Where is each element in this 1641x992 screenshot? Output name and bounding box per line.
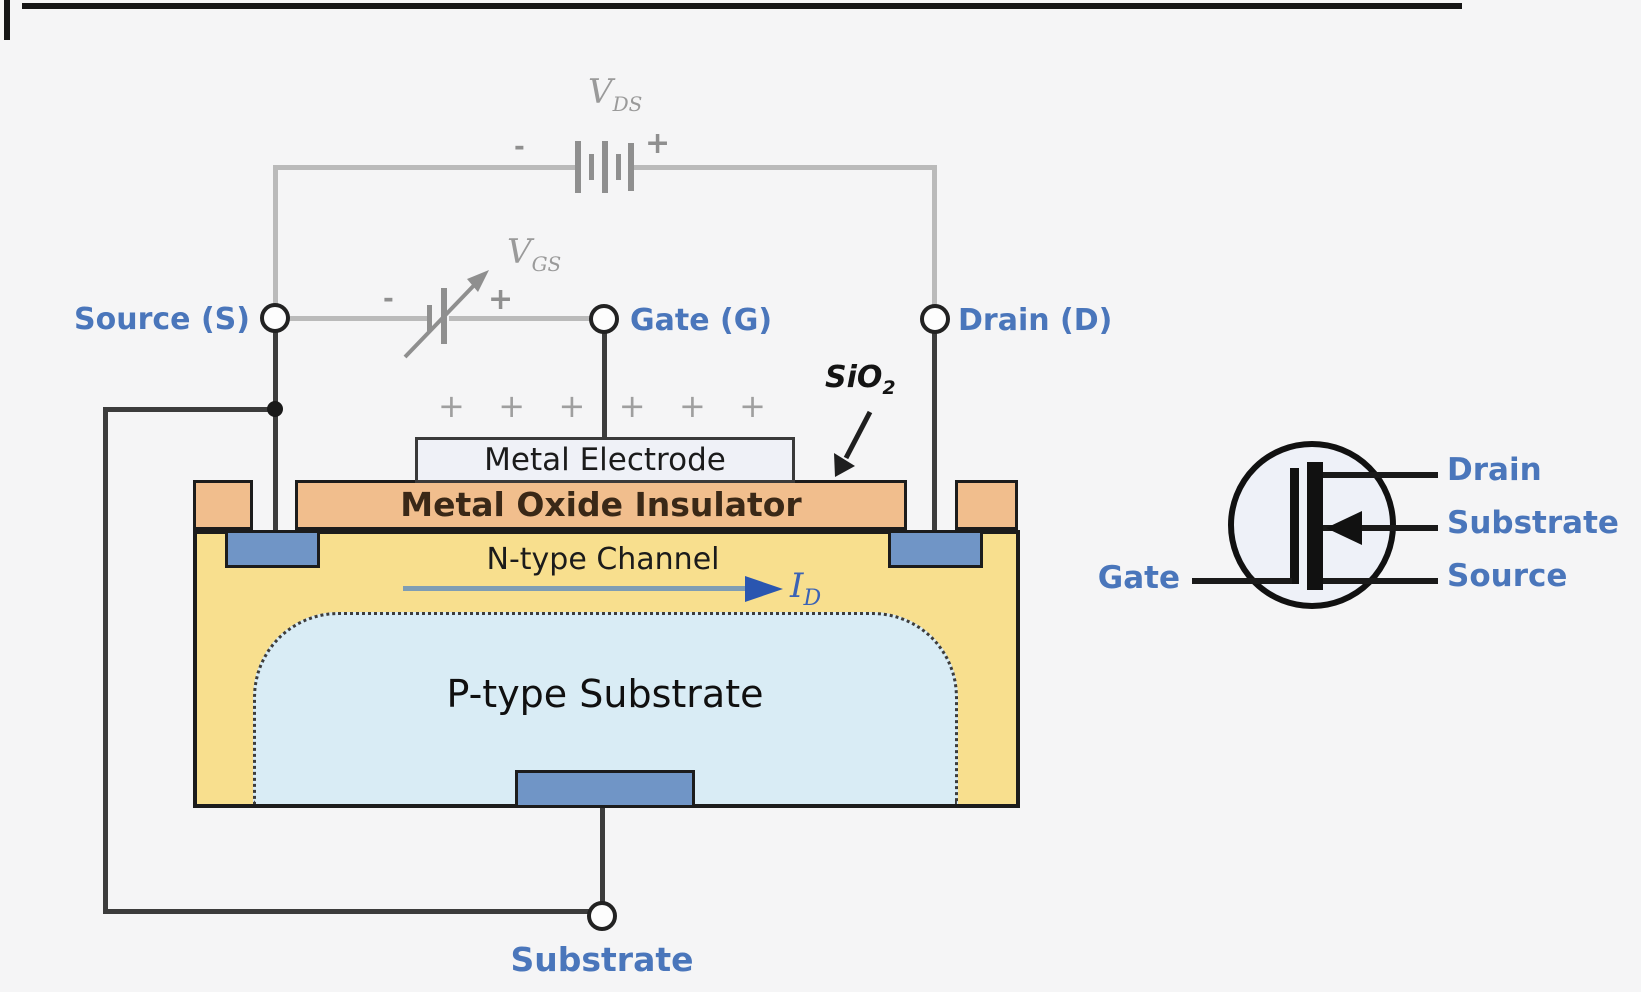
vgs-wire-right [449, 316, 590, 321]
symbol-substrate-label: Substrate [1447, 505, 1619, 541]
drain-terminal [920, 304, 950, 334]
oxide-layer-right-block [955, 480, 1018, 530]
vgs-battery-plate [441, 288, 447, 344]
oxide-layer-main [295, 480, 907, 530]
symbol-channel-bar [1307, 462, 1323, 590]
drain-wire [932, 333, 937, 534]
source-terminal [260, 303, 290, 333]
drain-current-arrow-shaft [403, 586, 747, 591]
plus-charge-icon: + [618, 387, 646, 425]
vgs-label-subscript: GS [531, 251, 562, 276]
vds-label: VDS [588, 72, 642, 116]
vds-wire-top-left [273, 165, 575, 170]
frame-top-line [22, 3, 1462, 9]
symbol-gate-bar [1290, 468, 1299, 584]
sio2-arrow-shaft [843, 410, 873, 460]
source-wire [273, 332, 278, 534]
p-type-substrate-label: P-type Substrate [446, 672, 764, 716]
vds-minus-sign: - [514, 132, 525, 162]
source-contact-region [225, 530, 320, 568]
symbol-gate-label: Gate [1097, 560, 1180, 596]
gate-wire [602, 332, 607, 439]
plus-charge-icon: + [438, 387, 465, 425]
vgs-battery-plate [427, 305, 432, 331]
symbol-gate-lead [1192, 578, 1292, 584]
vds-label-subscript: DS [612, 91, 643, 116]
sio2-label-subscript: 2 [882, 377, 896, 399]
vds-wire-right-vertical [932, 165, 937, 307]
symbol-source-label: Source [1447, 558, 1568, 594]
vds-wire-top-right [634, 165, 937, 170]
plus-charge-icon: + [498, 387, 526, 425]
substrate-loop-left [103, 407, 108, 914]
n-type-channel-label: N-type Channel [486, 542, 720, 577]
substrate-contact-wire [600, 806, 605, 903]
vds-battery-plate [616, 154, 621, 180]
gate-terminal-label: Gate (G) [630, 303, 773, 338]
vgs-label: VGS [507, 232, 561, 276]
vds-label-symbol: V [588, 72, 613, 112]
metal-electrode: Metal Electrode [415, 437, 795, 483]
source-terminal-label: Source (S) [74, 302, 250, 337]
vgs-plus-sign: + [488, 282, 514, 317]
gate-terminal [589, 304, 619, 334]
metal-oxide-insulator-label: Metal Oxide Insulator [400, 485, 802, 524]
gate-charges-row: + + + + + + [438, 390, 766, 422]
vds-battery-plate [602, 141, 608, 193]
substrate-terminal [587, 901, 617, 931]
plus-charge-icon: + [558, 387, 586, 425]
drain-terminal-label: Drain (D) [958, 303, 1113, 338]
plus-charge-icon: + [739, 387, 766, 425]
vds-plus-sign: + [645, 126, 671, 161]
sio2-arrowhead-icon [834, 453, 855, 477]
substrate-loop-top [103, 407, 278, 412]
drain-current-label: ID [790, 566, 821, 611]
oxide-layer-left-block [193, 480, 253, 530]
symbol-drain-lead [1323, 472, 1438, 478]
substrate-loop-bottom [103, 909, 590, 914]
drain-contact-region [888, 530, 983, 568]
symbol-substrate-lead [1323, 525, 1438, 531]
vds-battery-plate [628, 143, 634, 191]
sio2-label: SiO2 [825, 360, 896, 399]
vds-wire-left-vertical [273, 165, 278, 305]
vgs-variable-arrowhead-icon [467, 270, 489, 292]
vds-battery-plate [575, 141, 581, 193]
vgs-wire-left [289, 316, 427, 321]
metal-electrode-label: Metal Electrode [484, 442, 726, 478]
symbol-substrate-arrowhead-icon [1326, 511, 1362, 545]
vgs-label-symbol: V [507, 232, 532, 272]
drain-current-symbol: I [790, 566, 804, 606]
plus-charge-icon: + [678, 387, 706, 425]
source-substrate-junction-dot [267, 401, 283, 417]
sio2-label-text: SiO [825, 360, 883, 395]
symbol-drain-label: Drain [1447, 452, 1542, 488]
drain-current-arrowhead-icon [745, 576, 783, 602]
substrate-terminal-label: Substrate [510, 940, 694, 979]
symbol-source-lead [1323, 578, 1438, 584]
frame-left-line [4, 0, 10, 40]
vgs-minus-sign: - [383, 284, 394, 314]
substrate-contact-region [515, 770, 695, 808]
drain-current-subscript: D [803, 585, 822, 611]
vds-battery-plate [589, 154, 594, 180]
